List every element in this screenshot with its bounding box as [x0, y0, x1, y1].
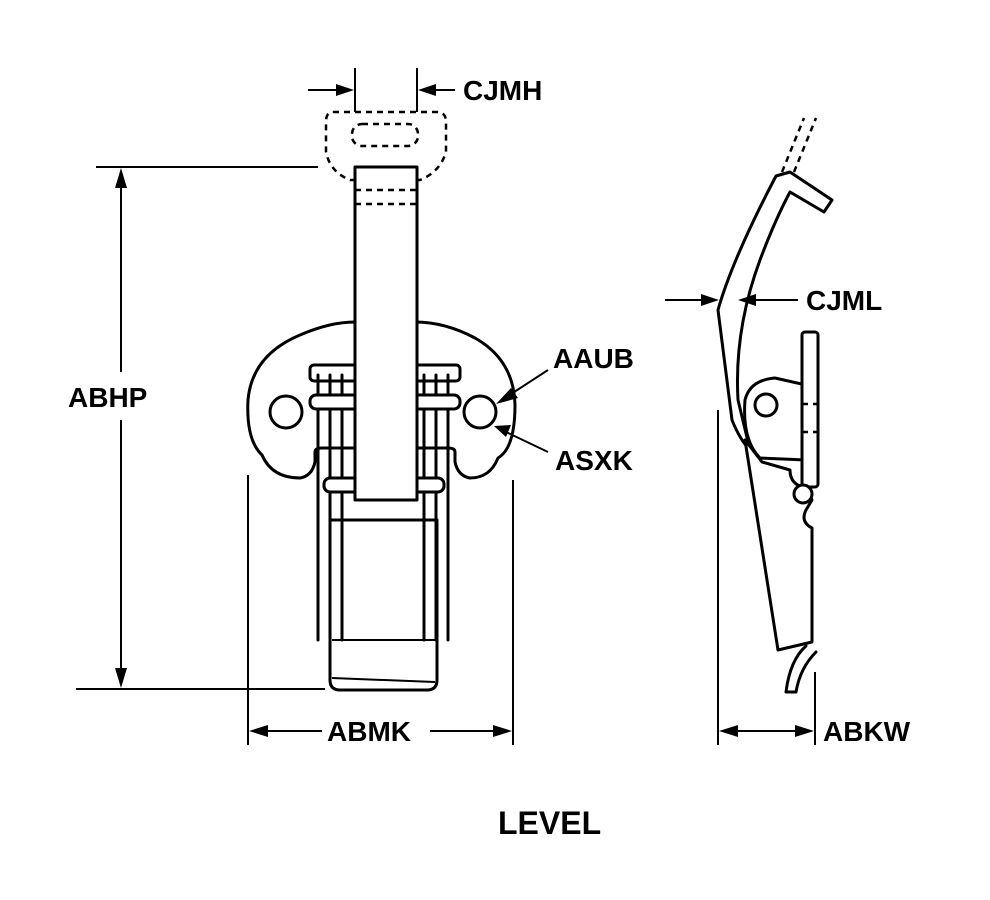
aaub-arrow	[496, 388, 518, 404]
side-pin	[792, 483, 814, 505]
cjml-arrow-left	[701, 294, 719, 306]
side-handle-tip	[784, 644, 818, 694]
label-asxk: ASXK	[555, 445, 633, 476]
strap-hook	[353, 165, 419, 502]
label-cjmh: CJMH	[463, 75, 542, 106]
dimension-labels: CJMH CJML AAUB ASXK ABHP ABMK ABKW	[68, 75, 911, 747]
cjmh-arrow-left	[336, 84, 354, 96]
side-view	[716, 117, 834, 694]
abkw-arrow-right	[795, 725, 814, 737]
lever-body	[328, 518, 439, 692]
keeper-slot-dashed	[350, 122, 420, 148]
aaub-leader	[507, 369, 549, 397]
label-abmk: ABMK	[327, 716, 411, 747]
label-abkw: ABKW	[823, 716, 911, 747]
mounting-hole-right	[462, 394, 498, 430]
lever-edge	[331, 677, 436, 683]
asxk-leader	[505, 431, 549, 453]
side-bracket	[743, 376, 808, 462]
front-view	[246, 110, 517, 692]
label-cjml: CJML	[806, 285, 882, 316]
abmk-arrow-left	[249, 725, 268, 737]
caption: LEVEL	[498, 805, 601, 841]
side-lever-plate	[800, 330, 820, 489]
keeper-outline-dashed	[324, 110, 448, 182]
abhp-arrow-top	[115, 168, 127, 188]
abhp-arrow-bottom	[115, 668, 127, 688]
dimension-lines	[76, 68, 816, 745]
label-aaub: AAUB	[553, 343, 634, 374]
side-keeper-dashed-2	[792, 117, 818, 173]
cjml-arrow-right	[738, 294, 756, 306]
abmk-arrow-right	[493, 725, 512, 737]
side-hook	[716, 170, 834, 452]
side-hole	[753, 392, 779, 418]
cjmh-arrow-right	[418, 84, 436, 96]
asxk-arrow	[494, 425, 511, 437]
label-abhp: ABHP	[68, 382, 147, 413]
side-keeper-dashed-1	[780, 117, 806, 173]
mounting-hole-left	[268, 394, 304, 430]
abkw-arrow-left	[719, 725, 738, 737]
